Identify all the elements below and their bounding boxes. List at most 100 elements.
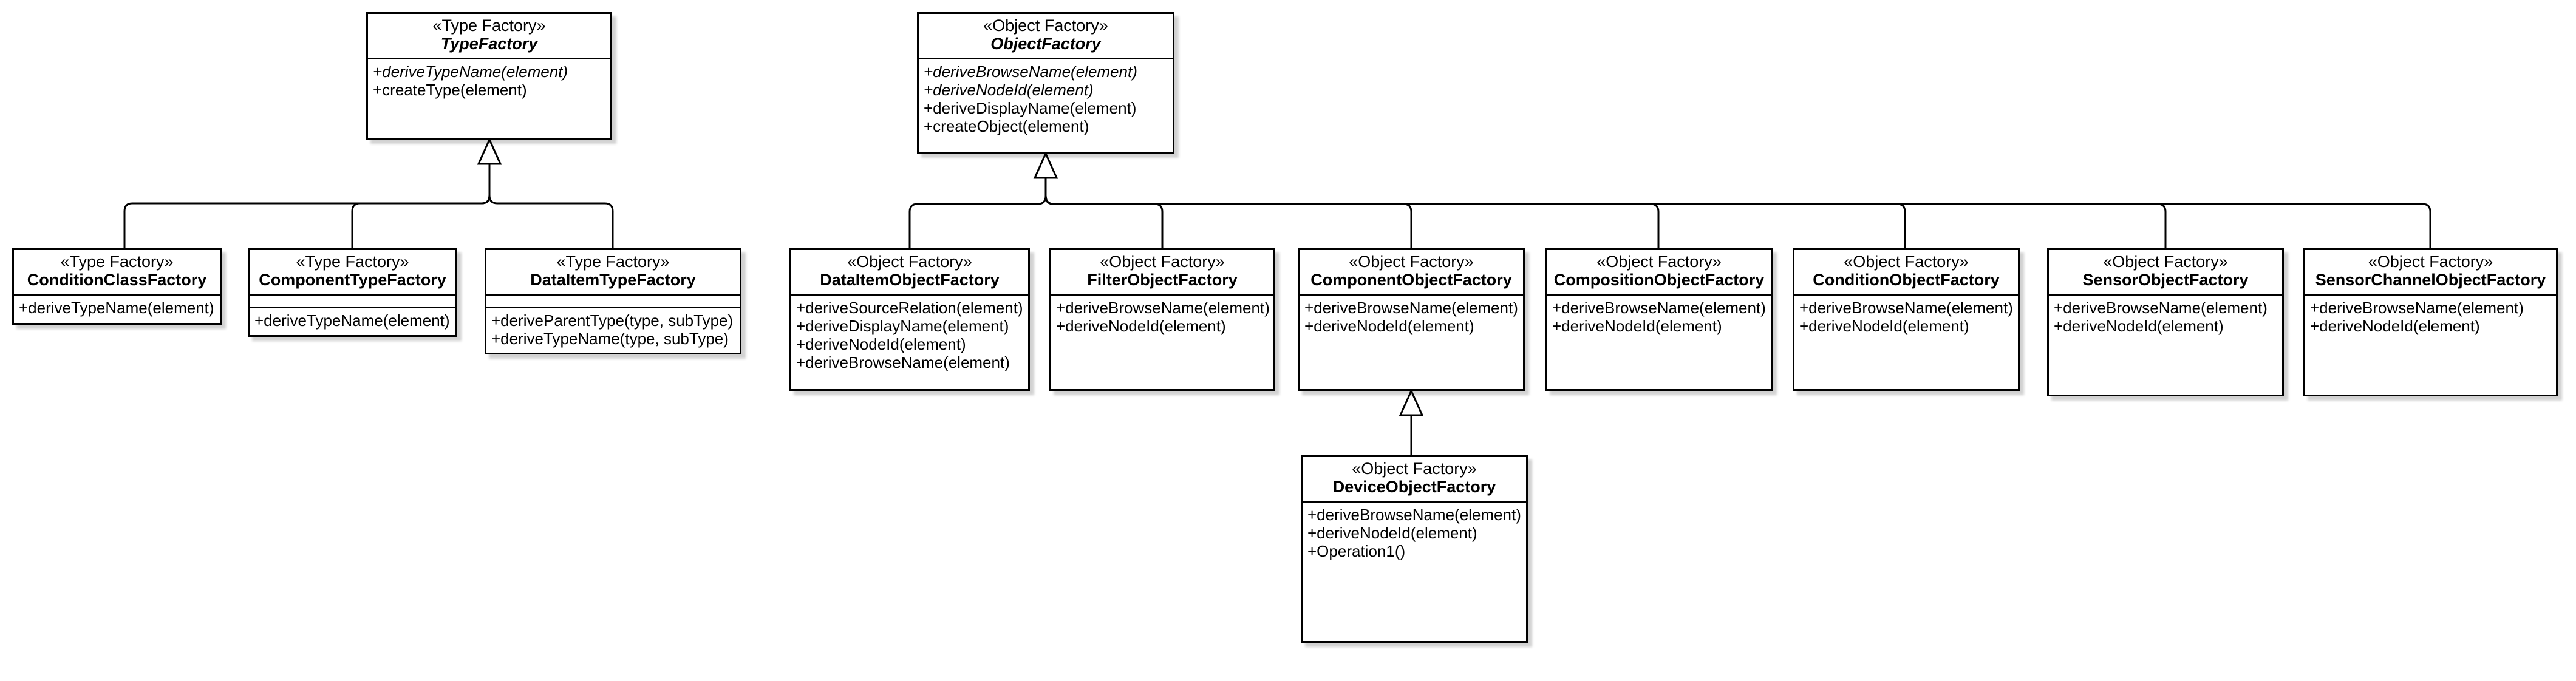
stereotype-label: «Type Factory» xyxy=(60,252,174,271)
class-sensor-channel-object-factory[interactable]: «Object Factory» SensorChannelObjectFact… xyxy=(2303,248,2558,396)
class-header: «Type Factory» DataItemTypeFactory xyxy=(486,250,740,296)
attributes-compartment xyxy=(250,296,455,308)
operation: +deriveNodeId(element) xyxy=(924,81,1094,99)
class-name: FilterObjectFactory xyxy=(1087,271,1238,289)
class-header: «Object Factory» CompositionObjectFactor… xyxy=(1547,250,1771,296)
operation: +deriveNodeId(element) xyxy=(796,335,966,353)
operation: +deriveBrowseName(element) xyxy=(2054,299,2268,317)
generalization-line-condition-class-factory xyxy=(123,164,491,248)
class-name: ComponentObjectFactory xyxy=(1310,271,1512,289)
class-name: ConditionClassFactory xyxy=(27,271,207,289)
class-data-item-object-factory[interactable]: «Object Factory» DataItemObjectFactory +… xyxy=(789,248,1030,391)
operation: +deriveBrowseName(element) xyxy=(1056,299,1270,317)
operation: +deriveNodeId(element) xyxy=(1304,317,1474,335)
stereotype-label: «Object Factory» xyxy=(1844,252,1969,271)
operation: +deriveBrowseName(element) xyxy=(924,63,1137,81)
operations-compartment: +deriveTypeName(element) xyxy=(14,296,220,323)
generalization-arrowhead-type-factory xyxy=(477,137,502,165)
class-object-factory[interactable]: «Object Factory» ObjectFactory +deriveBr… xyxy=(917,12,1174,154)
generalization-arrowhead-object-factory xyxy=(1033,151,1058,179)
stereotype-label: «Object Factory» xyxy=(1596,252,1722,271)
stereotype-label: «Object Factory» xyxy=(983,16,1108,35)
class-header: «Object Factory» SensorObjectFactory xyxy=(2049,250,2282,296)
operation: +deriveSourceRelation(element) xyxy=(796,299,1023,317)
stereotype-label: «Object Factory» xyxy=(1349,252,1474,271)
operation: +deriveParentType(type, subType) xyxy=(491,311,734,330)
operations-compartment: +deriveTypeName(element) +createType(ele… xyxy=(368,59,610,138)
class-name: ComponentTypeFactory xyxy=(259,271,446,289)
operations-compartment: +deriveBrowseName(element) +deriveNodeId… xyxy=(1300,296,1523,389)
class-name: ObjectFactory xyxy=(990,35,1101,53)
operation: +deriveDisplayName(element) xyxy=(796,317,1009,335)
class-name: TypeFactory xyxy=(440,35,538,53)
operation: +deriveNodeId(element) xyxy=(1056,317,1226,335)
stereotype-label: «Object Factory» xyxy=(1100,252,1225,271)
operation: +deriveNodeId(element) xyxy=(1552,317,1722,335)
class-name: SensorChannelObjectFactory xyxy=(2315,271,2546,289)
operation: +deriveNodeId(element) xyxy=(2054,317,2224,335)
generalization-line-data-item-object-factory xyxy=(908,178,1047,248)
generalization-arrowhead-component-object-factory xyxy=(1399,388,1424,416)
operations-compartment: +deriveSourceRelation(element) +deriveDi… xyxy=(791,296,1028,389)
operation: +deriveBrowseName(element) xyxy=(796,353,1010,371)
class-component-type-factory[interactable]: «Type Factory» ComponentTypeFactory +der… xyxy=(248,248,457,337)
operations-compartment: +deriveBrowseName(element) +deriveNodeId… xyxy=(1051,296,1273,389)
operations-compartment: +deriveTypeName(element) xyxy=(250,308,455,335)
operations-compartment: +deriveBrowseName(element) +deriveNodeId… xyxy=(919,59,1173,152)
class-header: «Type Factory» ConditionClassFactory xyxy=(14,250,220,296)
operation: +deriveBrowseName(element) xyxy=(1307,506,1521,524)
generalization-line-data-item-type-factory xyxy=(488,195,614,248)
class-device-object-factory[interactable]: «Object Factory» DeviceObjectFactory +de… xyxy=(1301,455,1528,643)
class-header: «Object Factory» FilterObjectFactory xyxy=(1051,250,1273,296)
class-component-object-factory[interactable]: «Object Factory» ComponentObjectFactory … xyxy=(1298,248,1525,391)
class-data-item-type-factory[interactable]: «Type Factory» DataItemTypeFactory +deri… xyxy=(485,248,741,354)
operations-compartment: +deriveBrowseName(element) +deriveNodeId… xyxy=(1303,503,1526,641)
stereotype-label: «Object Factory» xyxy=(1352,459,1477,478)
operation: +createObject(element) xyxy=(924,117,1089,135)
class-header: «Object Factory» DataItemObjectFactory xyxy=(791,250,1028,296)
operations-compartment: +deriveBrowseName(element) +deriveNodeId… xyxy=(1547,296,1771,389)
class-condition-object-factory[interactable]: «Object Factory» ConditionObjectFactory … xyxy=(1793,248,2020,391)
stereotype-label: «Object Factory» xyxy=(2103,252,2228,271)
generalization-line-component-type-factory xyxy=(351,195,491,248)
operation: +createType(element) xyxy=(373,81,527,99)
stereotype-label: «Type Factory» xyxy=(296,252,409,271)
class-header: «Object Factory» DeviceObjectFactory xyxy=(1303,457,1526,503)
class-header: «Object Factory» SensorChannelObjectFact… xyxy=(2305,250,2556,296)
generalization-line-sensor-channel-object-factory xyxy=(1044,195,2431,248)
operation: +deriveNodeId(element) xyxy=(2310,317,2480,335)
class-name: DataItemObjectFactory xyxy=(820,271,1000,289)
operation: +deriveBrowseName(element) xyxy=(1552,299,1766,317)
class-name: DeviceObjectFactory xyxy=(1332,478,1496,496)
class-name: ConditionObjectFactory xyxy=(1813,271,2000,289)
operation: +deriveBrowseName(element) xyxy=(1304,299,1518,317)
class-condition-class-factory[interactable]: «Type Factory» ConditionClassFactory +de… xyxy=(12,248,222,325)
class-header: «Object Factory» ComponentObjectFactory xyxy=(1300,250,1523,296)
class-sensor-object-factory[interactable]: «Object Factory» SensorObjectFactory +de… xyxy=(2047,248,2284,396)
operations-compartment: +deriveBrowseName(element) +deriveNodeId… xyxy=(1794,296,2018,389)
stereotype-label: «Object Factory» xyxy=(847,252,972,271)
operation: +deriveTypeName(type, subType) xyxy=(491,330,729,348)
class-header: «Object Factory» ObjectFactory xyxy=(919,14,1173,59)
class-header: «Object Factory» ConditionObjectFactory xyxy=(1794,250,2018,296)
operation: +deriveBrowseName(element) xyxy=(2310,299,2524,317)
operations-compartment: +deriveBrowseName(element) +deriveNodeId… xyxy=(2049,296,2282,395)
class-name: CompositionObjectFactory xyxy=(1553,271,1765,289)
stereotype-label: «Object Factory» xyxy=(2368,252,2493,271)
attributes-compartment xyxy=(486,296,740,308)
class-header: «Type Factory» TypeFactory xyxy=(368,14,610,59)
class-header: «Type Factory» ComponentTypeFactory xyxy=(250,250,455,296)
operation: +deriveTypeName(element) xyxy=(254,311,450,330)
class-filter-object-factory[interactable]: «Object Factory» FilterObjectFactory +de… xyxy=(1049,248,1275,391)
operation: +deriveTypeName(element) xyxy=(19,299,214,317)
class-type-factory[interactable]: «Type Factory» TypeFactory +deriveTypeNa… xyxy=(366,12,612,140)
operation: +deriveBrowseName(element) xyxy=(1799,299,2013,317)
class-composition-object-factory[interactable]: «Object Factory» CompositionObjectFactor… xyxy=(1545,248,1773,391)
operation: +deriveTypeName(element) xyxy=(373,63,568,81)
operation: +deriveNodeId(element) xyxy=(1799,317,1969,335)
operation: +Operation1() xyxy=(1307,542,1406,560)
stereotype-label: «Type Factory» xyxy=(432,16,546,35)
stereotype-label: «Type Factory» xyxy=(556,252,670,271)
